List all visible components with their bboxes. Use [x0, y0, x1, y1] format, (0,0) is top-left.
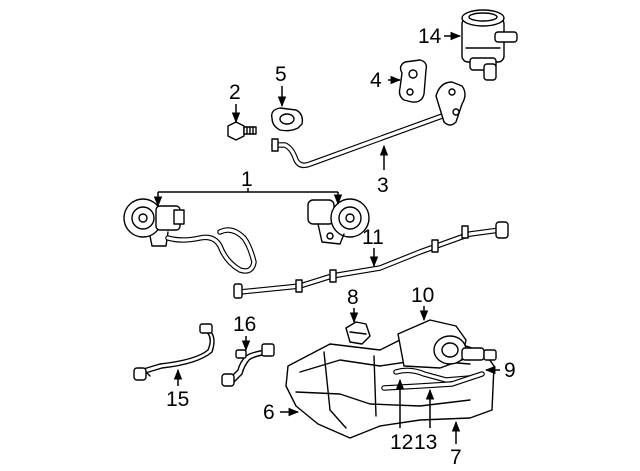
callout-9: 9: [504, 359, 516, 382]
part-3-egr-tube: [271, 81, 466, 169]
callout-1: 1: [241, 168, 253, 191]
part-15-oxygen-sensor: [133, 323, 215, 381]
callout-13: 13: [414, 431, 437, 454]
callout-labels: 1 2 3 4 5 6 7 8 9 10 11 12 13 14 15 16: [166, 25, 516, 469]
callout-6: 6: [263, 401, 275, 424]
callout-5: 5: [275, 63, 287, 86]
part-14-purge-valve: [461, 9, 518, 81]
part-5-flange: [270, 107, 304, 132]
part-12-hose: [393, 367, 473, 383]
callout-15: 15: [166, 388, 189, 411]
part-8-clip: [345, 321, 371, 345]
callout-7: 7: [450, 446, 462, 469]
part-11-vapor-line: [233, 221, 509, 299]
part-16-oxygen-sensor: [221, 343, 275, 387]
part-4-gasket: [398, 59, 428, 103]
callout-10: 10: [411, 284, 434, 307]
callout-11: 11: [362, 226, 384, 249]
callout-3: 3: [377, 174, 389, 197]
callout-2: 2: [229, 81, 241, 104]
leader-lines: [153, 31, 500, 444]
callout-14: 14: [418, 25, 442, 48]
part-10-vapor-canister: [397, 319, 497, 369]
callout-4: 4: [370, 69, 382, 92]
part-2-bolt: [227, 121, 257, 141]
callout-12: 12: [390, 431, 413, 454]
part-1-egr-valve-right: [307, 198, 370, 245]
callout-8: 8: [347, 286, 359, 309]
callout-16: 16: [233, 313, 256, 336]
part-1-egr-valve-left: [123, 198, 257, 274]
